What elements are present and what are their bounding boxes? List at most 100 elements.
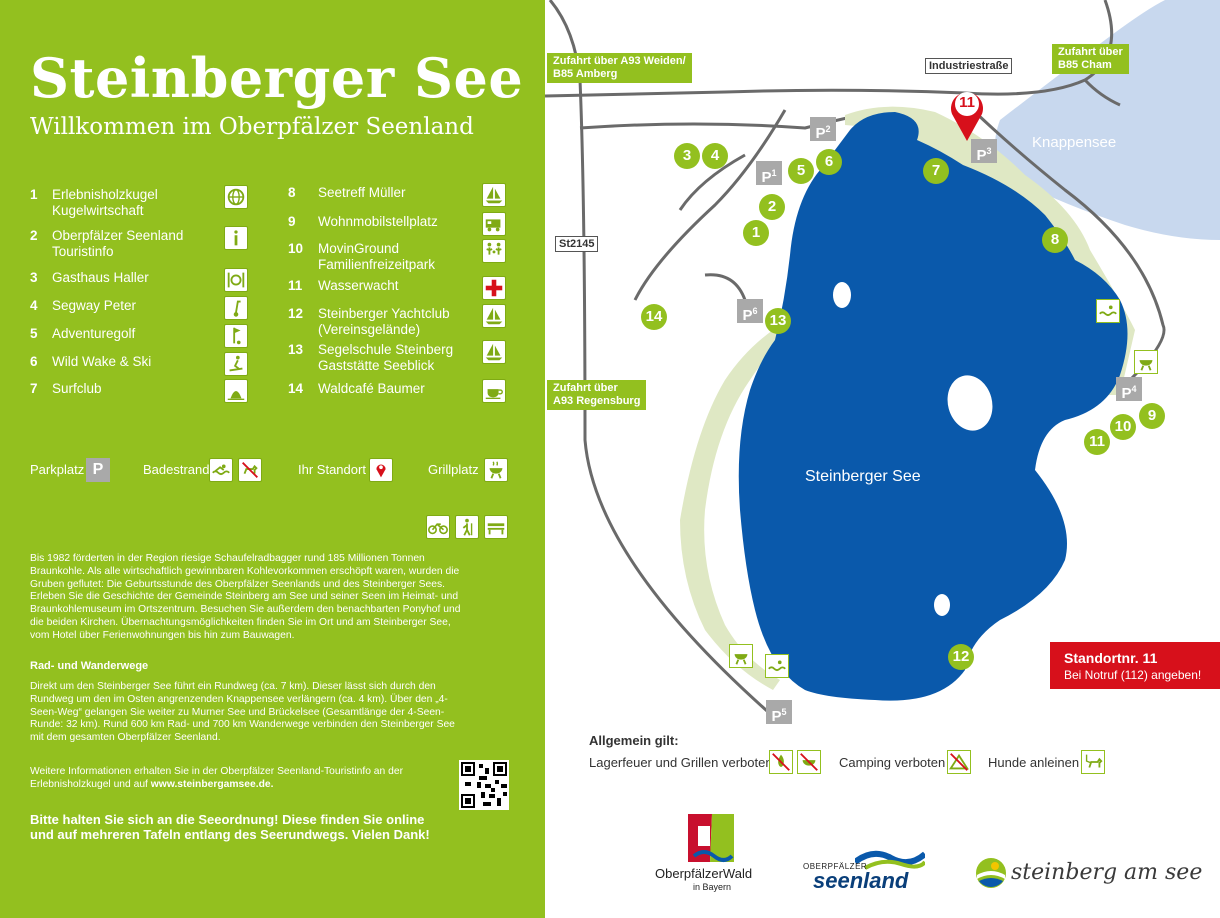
marker-7[interactable]: 7: [923, 158, 949, 184]
standort-title: Standortnr. 11: [1064, 650, 1158, 666]
bike-icon: [426, 515, 450, 539]
parking-p1[interactable]: P1: [756, 161, 782, 186]
info-text: Weitere Informationen erhalten Sie in de…: [30, 766, 403, 790]
surfing-icon: [224, 379, 248, 403]
marker-10[interactable]: 10: [1110, 414, 1136, 440]
legend-number: 6: [30, 354, 38, 369]
marker-6[interactable]: 6: [816, 149, 842, 175]
legend-label: Seetreff Müller: [318, 185, 406, 200]
parking-p5[interactable]: P5: [766, 700, 792, 725]
swimming-icon: [209, 458, 233, 482]
intro-text: Bis 1982 förderten in der Region riesige…: [30, 553, 461, 641]
marker-13[interactable]: 13: [765, 308, 791, 334]
legend-number: 13: [288, 342, 304, 357]
legend-label: Oberpfälzer Seenland Touristinfo: [52, 228, 184, 259]
bench-icon: [484, 515, 508, 539]
red-cross-icon: [482, 276, 506, 300]
legend-number: 4: [30, 298, 38, 313]
marker-8[interactable]: 8: [1042, 227, 1068, 253]
map-swimming-icon: [1096, 299, 1120, 323]
legend-label: Steinberger Yachtclub (Vereinsgelände): [318, 306, 450, 337]
no-dogs-icon: [238, 458, 262, 482]
info-icon: [224, 226, 248, 250]
camping-rule-label: Camping verboten: [839, 755, 946, 770]
parking-p6[interactable]: P6: [737, 299, 763, 324]
dogs-rule-label: Hunde anleinen: [988, 755, 1080, 770]
legend-number: 2: [30, 228, 38, 243]
dog-leash-icon: [1081, 750, 1105, 774]
legend-number: 8: [288, 185, 296, 200]
legend-number: 12: [288, 306, 304, 321]
marker-9[interactable]: 9: [1139, 403, 1165, 429]
marker-12[interactable]: 12: [948, 644, 974, 670]
marker-3[interactable]: 3: [674, 143, 700, 169]
segway-icon: [224, 296, 248, 320]
legend-label: Wasserwacht: [318, 278, 399, 293]
parking-p2[interactable]: P2: [810, 117, 836, 142]
legend-number: 11: [288, 278, 303, 293]
road-label-industriestrasse: Industriestraße: [925, 58, 1013, 74]
rad-heading: Rad- und Wanderwege: [30, 660, 149, 672]
sailboat-icon: [482, 304, 506, 328]
standort-number: 11: [959, 94, 975, 111]
fire-rule-label: Lagerfeuer und Grillen verboten: [589, 755, 773, 770]
page-title: Steinberger See: [30, 46, 524, 110]
road-label-regensburg: Zufahrt über A93 Regensburg: [547, 380, 647, 410]
marker-1[interactable]: 1: [743, 220, 769, 246]
no-fire-icon: [769, 750, 793, 774]
parking-p3[interactable]: P3: [971, 139, 997, 164]
legend-number: 1: [30, 187, 38, 202]
badestrand-label: Badestrand: [143, 462, 210, 477]
lake-water: [738, 112, 1128, 701]
standort-pin-icon: [951, 92, 983, 141]
restaurant-icon: [224, 268, 248, 292]
map-swimming-icon-south: [765, 654, 789, 678]
coffee-icon: [482, 379, 506, 403]
legend-label: MovinGround Familienfreizeitpark: [318, 241, 436, 272]
hiker-icon: [455, 515, 479, 539]
oberpfaelzer-wald-logo-icon: [686, 812, 736, 864]
parking-icon: P: [86, 458, 110, 482]
grill-icon: [484, 458, 508, 482]
road-label-st2145: St2145: [555, 236, 599, 252]
no-grill-icon: [797, 750, 821, 774]
owald-logo-text: OberpfälzerWald: [655, 866, 753, 881]
map-grill-icon: [1134, 350, 1158, 374]
page-subtitle: Willkommen im Oberpfälzer Seenland: [30, 114, 474, 140]
knappensee-label: Knappensee: [1032, 134, 1117, 151]
marker-5[interactable]: 5: [788, 158, 814, 184]
marker-14[interactable]: 14: [641, 304, 667, 330]
qr-code[interactable]: [459, 760, 509, 810]
legend-number: 7: [30, 381, 38, 396]
legend-number: 3: [30, 270, 38, 285]
standort-box: Standortnr. 11 Bei Notruf (112) angeben!: [1050, 642, 1220, 689]
wakeboard-icon: [224, 352, 248, 376]
general-heading: Allgemein gilt:: [589, 733, 679, 748]
standort-label: Ihr Standort: [298, 462, 366, 477]
road-label-cham: Zufahrt über B85 Cham: [1052, 44, 1129, 74]
seenland-logo-text: seenland: [813, 868, 909, 893]
camper-icon: [482, 212, 506, 236]
no-camping-icon: [947, 750, 971, 774]
lake-name-label: Steinberger See: [805, 468, 921, 485]
legend-label: Wild Wake & Ski: [52, 354, 152, 369]
legend-label: Adventuregolf: [52, 326, 136, 341]
legend-label: Segway Peter: [52, 298, 137, 313]
rad-text: Direkt um den Steinberger See führt ein …: [30, 681, 455, 744]
legend-number: 10: [288, 241, 304, 256]
legend-number: 14: [288, 381, 304, 396]
marker-11[interactable]: 11: [1084, 429, 1110, 455]
parking-p4[interactable]: P4: [1116, 377, 1142, 402]
standort-sub: Bei Notruf (112) angeben!: [1064, 668, 1202, 682]
steinberg-logo-text: steinberg am see: [1011, 860, 1203, 885]
sailboat-icon: [482, 340, 506, 364]
owald-logo-sub: in Bayern: [693, 882, 732, 892]
website-link[interactable]: www.steinbergamsee.de.: [150, 778, 274, 790]
map-graphic: [545, 0, 1220, 720]
marker-2[interactable]: 2: [759, 194, 785, 220]
legend-label: Wohnmobilstellplatz: [318, 214, 438, 229]
road-label-weiden: Zufahrt über A93 Weiden/ B85 Amberg: [547, 53, 692, 83]
marker-4[interactable]: 4: [702, 143, 728, 169]
legend-label: Surfclub: [52, 381, 102, 396]
legend-label: Gasthaus Haller: [52, 270, 149, 285]
